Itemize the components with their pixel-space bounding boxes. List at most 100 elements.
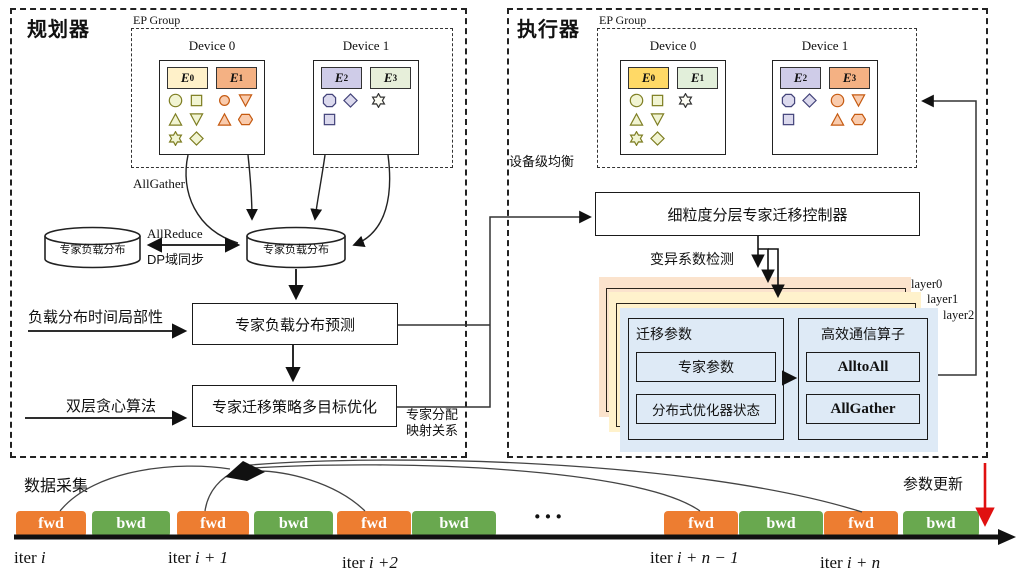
token-shape-grid — [628, 93, 669, 147]
circle-shape — [830, 93, 845, 108]
square-shape — [189, 93, 204, 108]
executor-device1-label: Device 1 — [801, 38, 849, 53]
executor-ep-group-label: EP Group — [599, 13, 647, 27]
tri-down-shape — [851, 93, 866, 108]
triangle-shape — [830, 112, 845, 127]
planner-ep-group-box — [131, 28, 453, 168]
triangle-shape — [629, 112, 644, 127]
diamond-shape — [650, 131, 665, 146]
planner-device1-label: Device 1 — [342, 38, 390, 53]
diamond-shape — [189, 131, 204, 146]
triangle-shape — [168, 112, 183, 127]
bwd-block: bwd — [254, 511, 333, 537]
locality-input-label: 负载分布时间局部性 — [28, 309, 164, 326]
octagon-shape — [322, 93, 337, 108]
bwd-block: bwd — [739, 511, 823, 537]
load-prediction-box: 专家负载分布预测 — [192, 303, 398, 345]
expert-mapping-line2: 映射关系 — [406, 422, 459, 438]
token-shape-grid — [216, 93, 257, 127]
dp-sync-label: DP域同步 — [147, 252, 205, 267]
migration-optimization-box: 专家迁移策略多目标优化 — [192, 385, 397, 427]
square-shape — [781, 112, 796, 127]
bwd-block: bwd — [92, 511, 170, 537]
migration-params-title: 迁移参数 — [636, 326, 692, 342]
token-shape-grid — [370, 92, 411, 109]
triangle-shape — [217, 112, 232, 127]
octagon-shape — [781, 93, 796, 108]
expert-params-box: 专家参数 — [636, 352, 776, 382]
star-shape — [629, 130, 644, 147]
layer2-background — [620, 308, 938, 452]
iter-label: iter i — [14, 548, 46, 567]
greedy-input-label: 双层贪心算法 — [66, 398, 157, 415]
bwd-block: bwd — [412, 511, 496, 537]
alltoall-box: AlltoAll — [806, 352, 920, 382]
fwd-block: fwd — [16, 511, 86, 537]
star-shape — [371, 92, 386, 109]
star-shape — [678, 92, 693, 109]
planner-title: 规划器 — [27, 19, 90, 41]
fwd-block: fwd — [177, 511, 249, 537]
iter-label: iter i + n — [820, 553, 881, 572]
token-shape-grid — [321, 93, 362, 127]
param-update-label: 参数更新 — [903, 476, 964, 493]
diamond-shape — [802, 93, 817, 108]
executor-title: 执行器 — [517, 19, 580, 41]
square-shape — [322, 112, 337, 127]
executor-ep-group-box — [597, 28, 917, 168]
circle-shape — [629, 93, 644, 108]
comm-operators-panel — [798, 318, 928, 440]
token-shape-grid — [780, 93, 821, 127]
hexagon-shape — [850, 112, 867, 127]
comm-operators-title: 高效通信算子 — [821, 326, 905, 342]
star-shape — [168, 130, 183, 147]
circle-shape — [168, 93, 183, 108]
device-balance-label: 设备级均衡 — [509, 154, 575, 169]
token-shape-grid — [167, 93, 208, 147]
tri-down-shape — [238, 93, 253, 108]
fwd-block: fwd — [337, 511, 411, 537]
tri-down-shape — [650, 112, 665, 127]
hexagon-shape — [237, 112, 254, 127]
square-shape — [650, 93, 665, 108]
circle-sm-shape — [217, 93, 232, 108]
iter-label: iter i +2 — [342, 553, 398, 572]
allgather-edge-label: AllGather — [133, 176, 185, 191]
planner-device0-label: Device 0 — [188, 38, 236, 53]
token-shape-grid — [677, 92, 718, 109]
expert-mapping-line1: 专家分配 — [406, 407, 459, 422]
optimizer-state-box: 分布式优化器状态 — [636, 394, 776, 424]
token-shape-grid — [829, 93, 870, 127]
tri-down-shape — [189, 112, 204, 127]
migration-controller-box: 细粒度分层专家迁移控制器 — [595, 192, 920, 236]
iter-label: iter i + n − 1 — [650, 548, 739, 567]
bwd-block: bwd — [903, 511, 979, 537]
fwd-block: fwd — [824, 511, 898, 537]
allgather-box: AllGather — [806, 394, 920, 424]
executor-device0-label: Device 0 — [649, 38, 697, 53]
fwd-block: fwd — [664, 511, 738, 537]
diamond-shape — [343, 93, 358, 108]
planner-ep-group-label: EP Group — [133, 13, 181, 27]
